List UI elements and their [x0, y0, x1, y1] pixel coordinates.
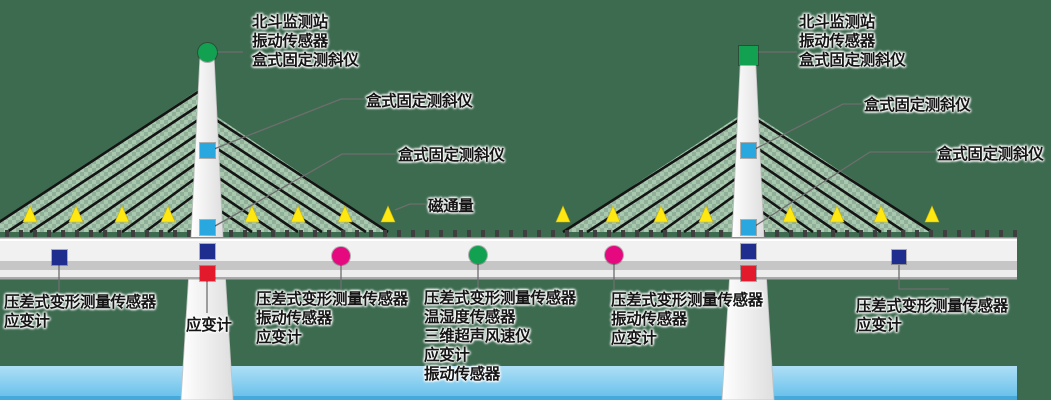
- sensor-deck-center-cluster: [469, 246, 487, 264]
- label-line: 应变计: [256, 329, 302, 346]
- label-line: 盒式固定测斜仪: [799, 52, 906, 69]
- deck-railing: [0, 230, 1017, 238]
- label-line: 压差式变形测量传感器: [256, 291, 409, 308]
- label-deck-far-left: 压差式变形测量传感器 应变计: [4, 293, 156, 331]
- magnetic-flux-markers: [22, 205, 940, 223]
- label-line: 振动传感器: [424, 366, 501, 383]
- sensor-right-tower-inclinometer-lower: [740, 219, 756, 235]
- label-line: 压差式变形测量传感器: [856, 298, 1009, 315]
- label-line: 应变计: [4, 313, 50, 330]
- sensor-left-tower-deformation: [199, 243, 215, 259]
- label-line: 振动传感器: [256, 310, 333, 327]
- sensor-left-tower-inclinometer-upper: [199, 142, 215, 158]
- sensor-deck-far-right-deformation: [892, 250, 906, 264]
- label-line: 振动传感器: [611, 311, 688, 328]
- sensor-left-tower-top-station: [197, 42, 217, 62]
- label-deck-right-mid: 压差式变形测量传感器 振动传感器 应变计: [611, 291, 763, 348]
- label-deck-far-right: 压差式变形测量传感器 应变计: [856, 297, 1008, 335]
- label-line: 温湿度传感器: [424, 309, 516, 326]
- sensor-left-tower-strain: [199, 265, 215, 281]
- sensor-deck-left-mid-cluster: [332, 247, 350, 265]
- label-inclinometer-left-lower: 盒式固定测斜仪: [398, 147, 505, 164]
- label-deck-left-mid: 压差式变形测量传感器 振动传感器 应变计: [256, 290, 408, 347]
- label-tower-top-right: 北斗监测站 振动传感器 盒式固定测斜仪: [799, 13, 906, 70]
- label-line: 振动传感器: [252, 33, 329, 50]
- sensor-right-tower-deformation: [740, 243, 756, 259]
- label-line: 压差式变形测量传感器: [611, 292, 764, 309]
- label-line: 压差式变形测量传感器: [4, 294, 157, 311]
- label-inclinometer-left-upper: 盒式固定测斜仪: [366, 93, 473, 110]
- label-inclinometer-right-lower: 盒式固定测斜仪: [937, 146, 1044, 163]
- sensor-deck-far-left-deformation: [51, 249, 67, 265]
- sensor-right-tower-top-station: [738, 45, 758, 65]
- label-line: 北斗监测站: [252, 14, 329, 31]
- label-left-tower-base-strain: 应变计: [186, 317, 232, 334]
- sensor-right-tower-strain: [740, 265, 756, 281]
- leader-lines: [58, 51, 949, 313]
- bridge-deck: [0, 237, 1017, 280]
- sensor-right-tower-inclinometer-upper: [740, 142, 756, 158]
- sensor-deck-right-mid-cluster: [605, 246, 623, 264]
- label-line: 北斗监测站: [799, 14, 876, 31]
- label-line: 盒式固定测斜仪: [252, 52, 359, 69]
- label-tower-top-left: 北斗监测站 振动传感器 盒式固定测斜仪: [252, 13, 359, 70]
- label-line: 压差式变形测量传感器: [424, 290, 577, 307]
- water: [0, 366, 1017, 400]
- label-line: 振动传感器: [799, 33, 876, 50]
- label-line: 应变计: [424, 347, 470, 364]
- label-line: 应变计: [611, 330, 657, 347]
- sensor-left-tower-inclinometer-lower: [199, 219, 215, 235]
- label-line: 应变计: [856, 317, 902, 334]
- label-magnetic-flux: 磁通量: [428, 198, 474, 215]
- label-inclinometer-right-upper: 盒式固定测斜仪: [864, 97, 971, 114]
- label-deck-center: 压差式变形测量传感器 温湿度传感器 三维超声风速仪 应变计 振动传感器: [424, 289, 576, 384]
- label-line: 三维超声风速仪: [424, 328, 531, 345]
